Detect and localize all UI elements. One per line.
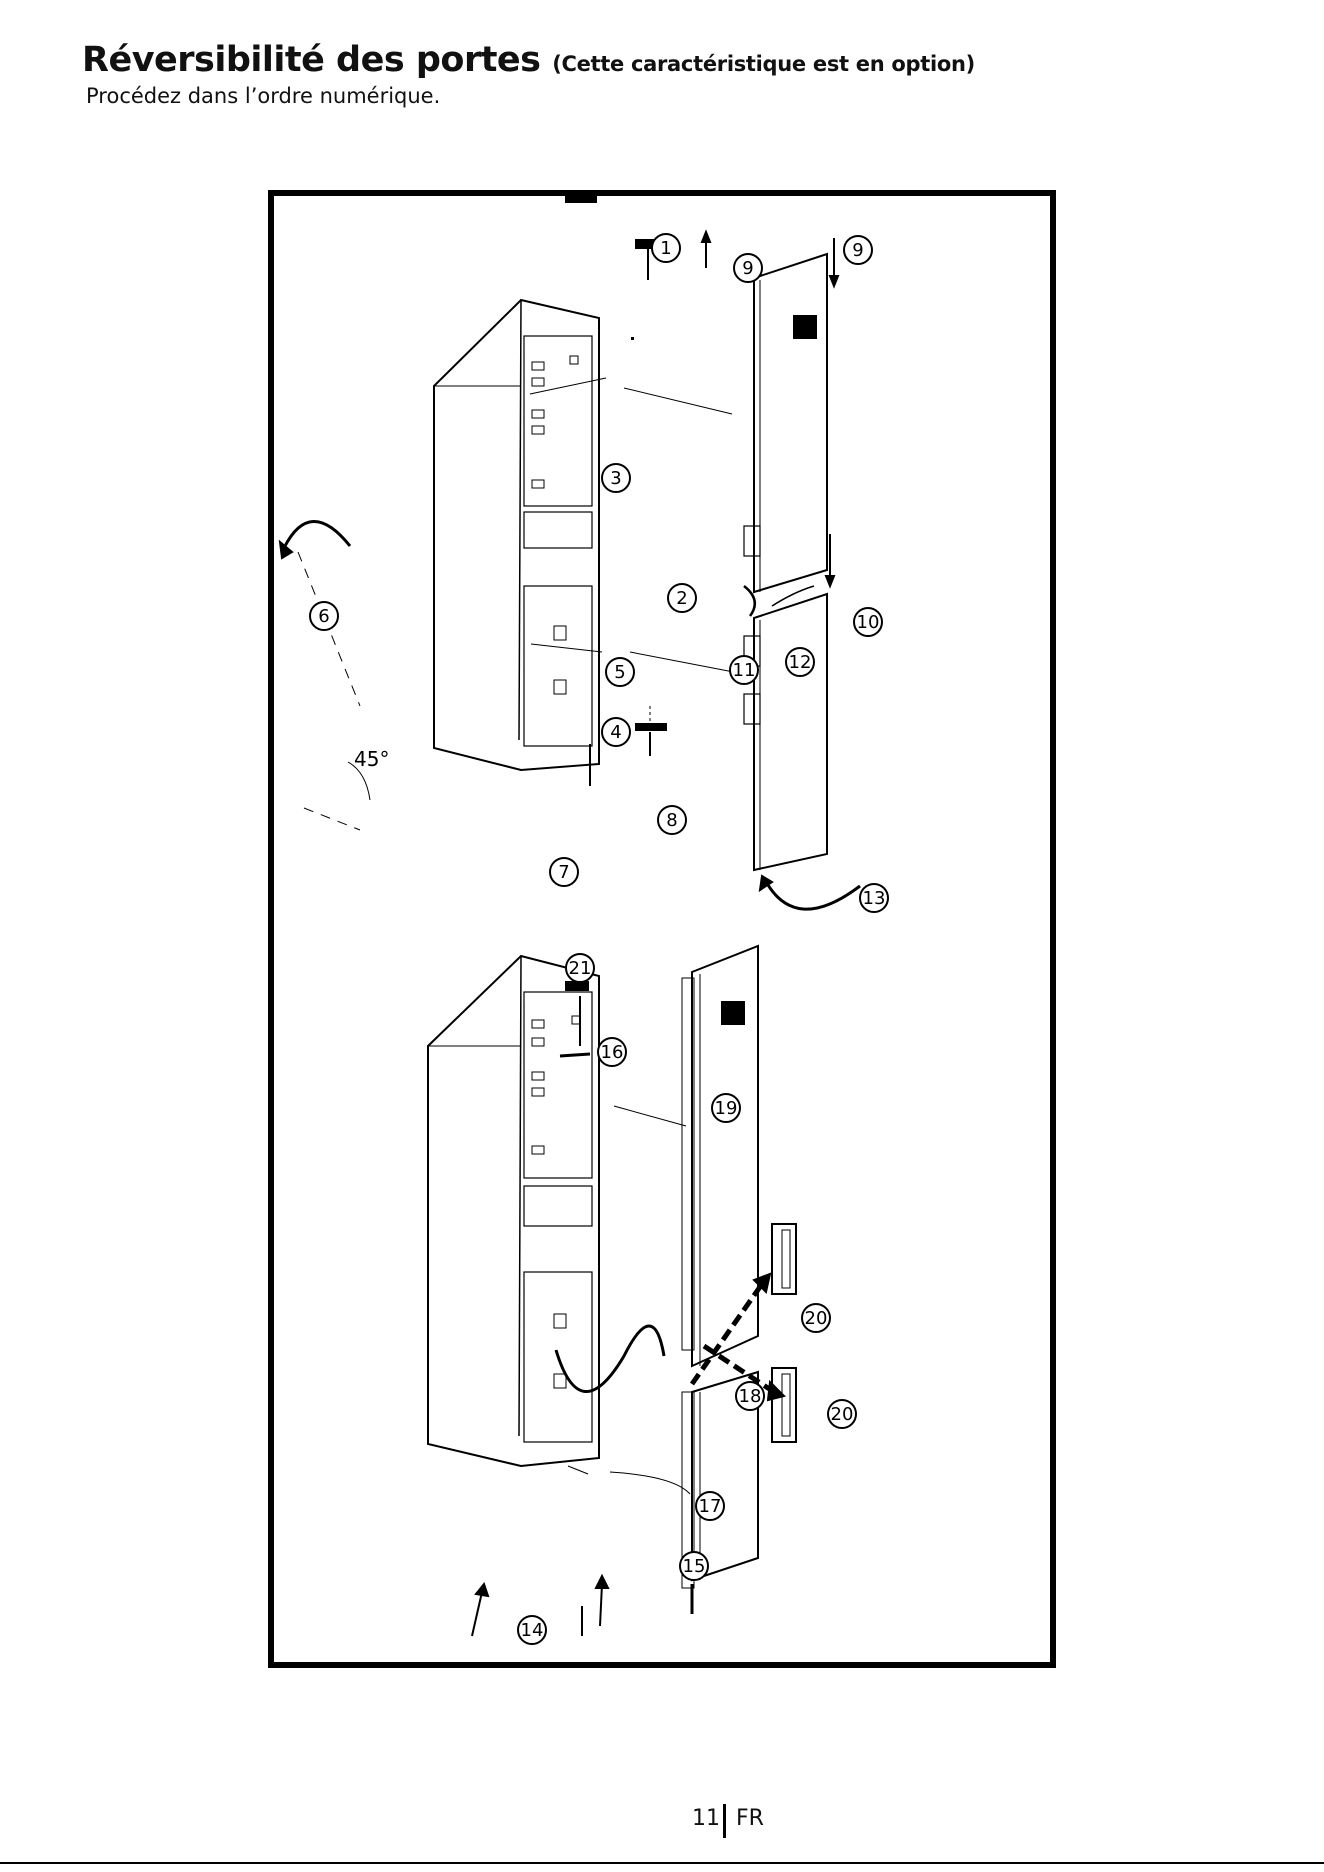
callout-5-label: 5 <box>614 662 625 683</box>
callout-16: 16 <box>598 1038 626 1066</box>
callout-15-label: 15 <box>683 1556 706 1577</box>
angle-label: 45° <box>354 747 389 771</box>
callout-11: 11 <box>730 656 758 684</box>
callout-1: 1 <box>652 234 680 262</box>
lower-door-top <box>754 594 827 870</box>
callout-19: 19 <box>712 1094 740 1122</box>
callout-14: 14 <box>518 1616 546 1644</box>
callout-18-label: 18 <box>739 1386 762 1407</box>
callout-2-label: 2 <box>676 588 687 609</box>
door-display-panel <box>794 316 816 338</box>
callout-7: 7 <box>550 858 578 886</box>
upper-door-top <box>754 254 827 592</box>
instruction-text: Procédez dans l’ordre numérique. <box>86 84 440 108</box>
door-reversal-diagram: 1 2 3 4 5 6 7 8 9 9 10 11 12 13 14 15 16… <box>268 190 1056 1668</box>
callout-19-label: 19 <box>715 1098 738 1119</box>
callout-10-label: 10 <box>857 612 880 633</box>
title-main: Réversibilité des portes <box>82 40 541 80</box>
callout-21: 21 <box>566 954 594 982</box>
fridge-body-bottom <box>428 956 599 1466</box>
callout-16-label: 16 <box>601 1042 624 1063</box>
callout-7-label: 7 <box>558 862 569 883</box>
callout-13: 13 <box>860 884 888 912</box>
callout-1-label: 1 <box>660 238 671 259</box>
callout-17-label: 17 <box>699 1496 722 1517</box>
diagram-svg: 1 2 3 4 5 6 7 8 9 9 10 11 12 13 14 15 16… <box>274 196 1050 1662</box>
callout-9-left-label: 9 <box>742 258 753 279</box>
door-display-panel-2 <box>722 1002 744 1024</box>
callout-4: 4 <box>602 718 630 746</box>
handle-lower <box>772 1368 796 1442</box>
callout-6: 6 <box>310 602 338 630</box>
top-assembly <box>280 232 860 909</box>
callout-5: 5 <box>606 658 634 686</box>
page-footer: 11 FR <box>0 1806 1324 1834</box>
callout-9-right: 9 <box>844 236 872 264</box>
callout-6-label: 6 <box>318 606 329 627</box>
callout-8: 8 <box>658 806 686 834</box>
callout-18: 18 <box>736 1382 764 1410</box>
language-code: FR <box>736 1806 764 1831</box>
callout-4-label: 4 <box>610 722 621 743</box>
callout-2: 2 <box>668 584 696 612</box>
callout-12: 12 <box>786 648 814 676</box>
callout-3: 3 <box>602 464 630 492</box>
callout-20-upper: 20 <box>802 1304 830 1332</box>
callout-20-lower: 20 <box>828 1400 856 1428</box>
callout-11-label: 11 <box>733 660 756 681</box>
title-option-note: (Cette caractéristique est en option) <box>552 52 975 76</box>
page-title: Réversibilité des portes (Cette caractér… <box>82 40 975 80</box>
fridge-body-top <box>434 300 599 770</box>
callout-9-left: 9 <box>734 254 762 282</box>
callout-20-lower-label: 20 <box>831 1404 854 1425</box>
callout-21-label: 21 <box>569 958 592 979</box>
callout-17: 17 <box>696 1492 724 1520</box>
callout-3-label: 3 <box>610 468 621 489</box>
bottom-rule <box>0 1862 1324 1864</box>
callout-15: 15 <box>680 1552 708 1580</box>
footer-separator <box>723 1804 726 1838</box>
callout-20-upper-label: 20 <box>805 1308 828 1329</box>
callout-8-label: 8 <box>666 810 677 831</box>
page-number: 11 <box>692 1806 720 1831</box>
callout-9-right-label: 9 <box>852 240 863 261</box>
callout-12-label: 12 <box>789 652 812 673</box>
bottom-hinge-part <box>636 724 666 730</box>
handle-upper <box>772 1224 796 1294</box>
callout-13-label: 13 <box>863 888 886 909</box>
callout-10: 10 <box>854 608 882 636</box>
callout-14-label: 14 <box>521 1620 544 1641</box>
